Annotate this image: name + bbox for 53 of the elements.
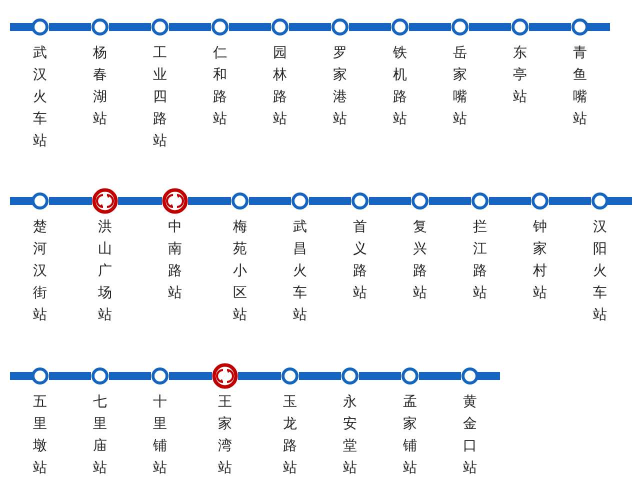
station-name: 复兴路站 (413, 218, 427, 303)
station-name: 洪山广场站 (98, 218, 112, 325)
track-line (169, 372, 212, 380)
track-line (469, 23, 511, 31)
track-line (429, 197, 471, 205)
station-name: 东亭站 (513, 44, 527, 107)
track-line (409, 23, 451, 31)
track-line (299, 372, 341, 380)
station-name: 铁机路站 (393, 44, 407, 129)
track-line (349, 23, 391, 31)
track-line (529, 23, 571, 31)
track-line (489, 197, 531, 205)
station-name: 武昌火车站 (293, 218, 307, 325)
station-name: 拦江路站 (473, 218, 487, 303)
station-name: 孟家铺站 (403, 393, 417, 478)
station-name: 武汉火车站 (33, 44, 47, 151)
track-line (229, 23, 271, 31)
station-name: 王家湾站 (218, 393, 232, 478)
track-line (118, 197, 162, 205)
track-line (419, 372, 461, 380)
track-line (549, 197, 591, 205)
station-name: 七里庙站 (93, 393, 107, 478)
station-name: 中南路站 (168, 218, 182, 303)
station-name: 岳家嘴站 (453, 44, 467, 129)
station-name: 园林路站 (273, 44, 287, 129)
track-line (238, 372, 281, 380)
track-line (359, 372, 401, 380)
station-name: 梅苑小区站 (233, 218, 247, 325)
station-name: 十里铺站 (153, 393, 167, 478)
track-line (49, 372, 91, 380)
station-name: 首义路站 (353, 218, 367, 303)
track-line (289, 23, 331, 31)
track-line (309, 197, 351, 205)
station-name: 汉阳火车站 (593, 218, 607, 325)
station-name: 五里墩站 (33, 393, 47, 478)
station-name: 黄金口站 (463, 393, 477, 478)
station-name: 仁和路站 (213, 44, 227, 129)
station-name: 杨春湖站 (93, 44, 107, 129)
track-line (249, 197, 291, 205)
station-name: 工业四路站 (153, 44, 167, 151)
station-name: 青鱼嘴站 (573, 44, 587, 129)
track-line (109, 372, 151, 380)
track-line (109, 23, 151, 31)
station-name: 楚河汉街站 (33, 218, 47, 325)
station-name: 罗家港站 (333, 44, 347, 129)
track-line (49, 197, 92, 205)
track-line (188, 197, 231, 205)
station-name: 玉龙路站 (283, 393, 297, 478)
track-line (169, 23, 211, 31)
station-name: 钟家村站 (533, 218, 547, 303)
track-line (49, 23, 91, 31)
track-line (369, 197, 411, 205)
station-name: 永安堂站 (343, 393, 357, 478)
